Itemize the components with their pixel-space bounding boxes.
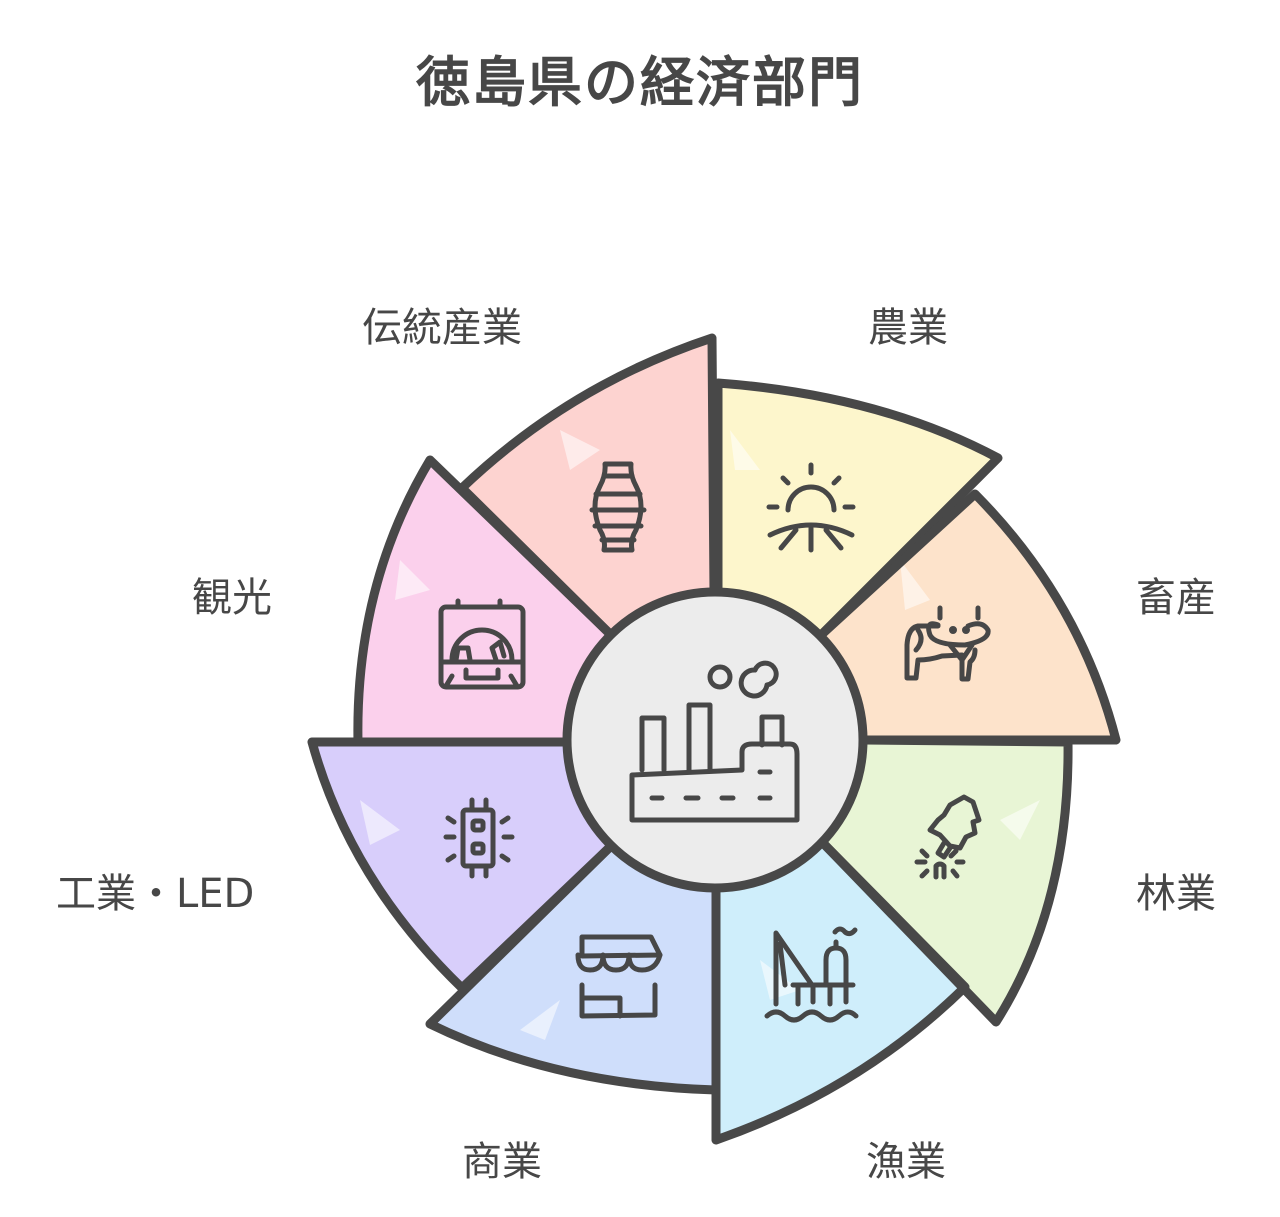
center-hub	[562, 587, 868, 893]
label-tourism: 観光	[192, 575, 272, 621]
diagram-title: 徳島県の経済部門	[416, 51, 864, 114]
led-chip-icon	[443, 797, 515, 879]
label-fishery: 漁業	[866, 1139, 946, 1185]
suitcase-globe-icon	[438, 598, 526, 690]
offshore-platform-icon	[764, 926, 859, 1023]
segment-forestry[interactable]	[822, 740, 1069, 1022]
segment-outlines	[307, 333, 1121, 1145]
label-industry-led: 工業・LED	[56, 871, 255, 917]
label-livestock: 畜産	[1136, 575, 1216, 621]
label-commerce: 商業	[462, 1139, 542, 1185]
segment-fishery[interactable]	[716, 842, 965, 1140]
label-agriculture: 農業	[868, 305, 948, 351]
segment-fills	[312, 338, 1116, 1140]
tree-cutting-icon	[914, 794, 982, 880]
factory-icon	[629, 660, 800, 823]
segment-tourism[interactable]	[357, 460, 610, 742]
segment-commerce[interactable]	[430, 847, 716, 1090]
label-traditional-industry: 伝統産業	[362, 305, 522, 351]
cow-icon	[904, 605, 991, 682]
sketch-texture	[360, 430, 1040, 1040]
segment-traditional-industry[interactable]	[462, 338, 714, 634]
sunrise-field-icon	[766, 462, 856, 553]
segment-agriculture[interactable]	[718, 383, 998, 636]
segment-livestock[interactable]	[820, 494, 1116, 740]
vase-icon	[589, 461, 647, 553]
storefront-icon	[575, 934, 663, 1019]
label-forestry: 林業	[1136, 871, 1216, 917]
